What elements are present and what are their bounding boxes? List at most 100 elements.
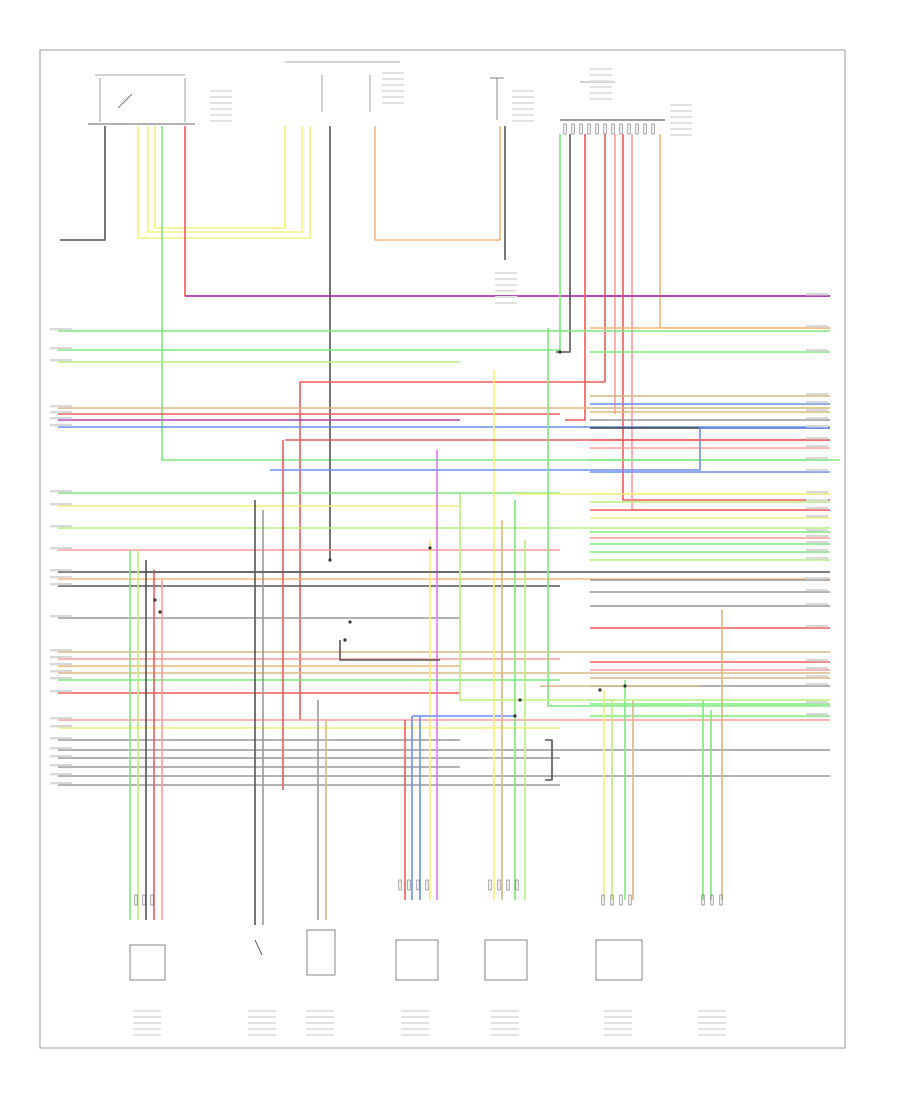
connector-pin xyxy=(488,879,492,891)
jumper-wire xyxy=(545,739,553,781)
signal-wire xyxy=(622,134,830,501)
wire-label xyxy=(806,445,828,448)
component-label-line xyxy=(495,284,517,286)
signal-wire xyxy=(270,427,830,471)
component-label-line xyxy=(491,1034,519,1036)
component-label-line xyxy=(210,114,232,116)
component-label-line xyxy=(495,272,517,274)
component-label-line xyxy=(248,1028,276,1030)
splice-dot xyxy=(598,688,602,692)
wire-label xyxy=(806,713,828,716)
module-connector-pin xyxy=(651,123,655,135)
component-label-line xyxy=(590,68,612,70)
wire-label xyxy=(50,663,72,666)
switch-contact xyxy=(117,93,133,109)
component-label-line xyxy=(401,1022,429,1024)
wire-label xyxy=(50,347,72,350)
wire-label xyxy=(50,328,72,331)
component-label-line xyxy=(133,1016,161,1018)
wire-label xyxy=(50,405,72,408)
wire-label xyxy=(806,659,828,662)
component-label-line xyxy=(491,1010,519,1012)
component-label-line xyxy=(133,1022,161,1024)
wire-label xyxy=(806,457,828,460)
component-label-line xyxy=(670,104,692,106)
splice-dot xyxy=(158,610,162,614)
splice-dot xyxy=(623,684,627,688)
signal-wire xyxy=(374,126,501,241)
component-label-line xyxy=(382,84,404,86)
splice-dot xyxy=(328,558,332,562)
component-label-line xyxy=(698,1010,726,1012)
splice-dot xyxy=(348,620,352,624)
signal-wire xyxy=(137,126,311,239)
wire-label xyxy=(806,437,828,440)
wire-layer xyxy=(58,61,840,956)
connector-pin xyxy=(506,879,510,891)
component-label-line xyxy=(590,80,612,82)
connector-pin xyxy=(515,879,519,891)
connector-pin xyxy=(710,894,714,906)
module-connector-pin xyxy=(563,123,567,135)
connector-pin xyxy=(601,894,605,906)
switch-symbol xyxy=(254,939,263,956)
component-label-line xyxy=(401,1016,429,1018)
wire-label xyxy=(806,541,828,544)
component-label-line xyxy=(210,102,232,104)
wire-label xyxy=(806,549,828,552)
component-label-line xyxy=(495,302,517,304)
wire-label xyxy=(50,690,72,693)
wire-label xyxy=(806,293,828,296)
connector-pin xyxy=(142,894,146,906)
component-label-line xyxy=(604,1028,632,1030)
connector-pin xyxy=(719,894,723,906)
wire-label xyxy=(50,737,72,740)
wire-label xyxy=(50,717,72,720)
signal-wire xyxy=(659,134,830,329)
module-connector-pin xyxy=(627,123,631,135)
wire-label xyxy=(806,683,828,686)
component-label-line xyxy=(495,296,517,298)
wire-label xyxy=(806,425,828,428)
component-label-line xyxy=(401,1034,429,1036)
component-label-line xyxy=(382,72,404,74)
component-box xyxy=(595,939,643,981)
module-connector-pin xyxy=(579,123,583,135)
component-label-line xyxy=(698,1022,726,1024)
component-label-line xyxy=(210,108,232,110)
wire-label xyxy=(806,515,828,518)
connector-pin xyxy=(425,879,429,891)
wire-label xyxy=(806,325,828,328)
splice-dot xyxy=(513,714,517,718)
ground-wire xyxy=(60,126,106,241)
power-wire xyxy=(184,126,830,297)
connector-pin xyxy=(407,879,411,891)
wire-label xyxy=(806,349,828,352)
splice-dot xyxy=(343,638,347,642)
connector-pin xyxy=(701,894,705,906)
wire-label xyxy=(50,656,72,659)
wire-label xyxy=(806,701,828,704)
component-label-line xyxy=(698,1034,726,1036)
wire-label xyxy=(50,764,72,767)
wire-label xyxy=(50,782,72,785)
connector-pin xyxy=(398,879,402,891)
component-label-line xyxy=(133,1028,161,1030)
wire-label xyxy=(806,625,828,628)
wire-label xyxy=(806,675,828,678)
component-label-line xyxy=(512,114,534,116)
wire-label xyxy=(806,499,828,502)
connector-pin xyxy=(416,879,420,891)
component-label-line xyxy=(590,86,612,88)
signal-wire xyxy=(147,126,303,233)
connector-pin xyxy=(619,894,623,906)
wire-label xyxy=(50,417,72,420)
component-label-line xyxy=(306,1022,334,1024)
component-label-line xyxy=(670,122,692,124)
wire-label xyxy=(50,649,72,652)
signal-wire xyxy=(459,494,830,701)
connector-pin xyxy=(610,894,614,906)
splice-dot xyxy=(153,598,157,602)
component-box xyxy=(306,929,336,976)
